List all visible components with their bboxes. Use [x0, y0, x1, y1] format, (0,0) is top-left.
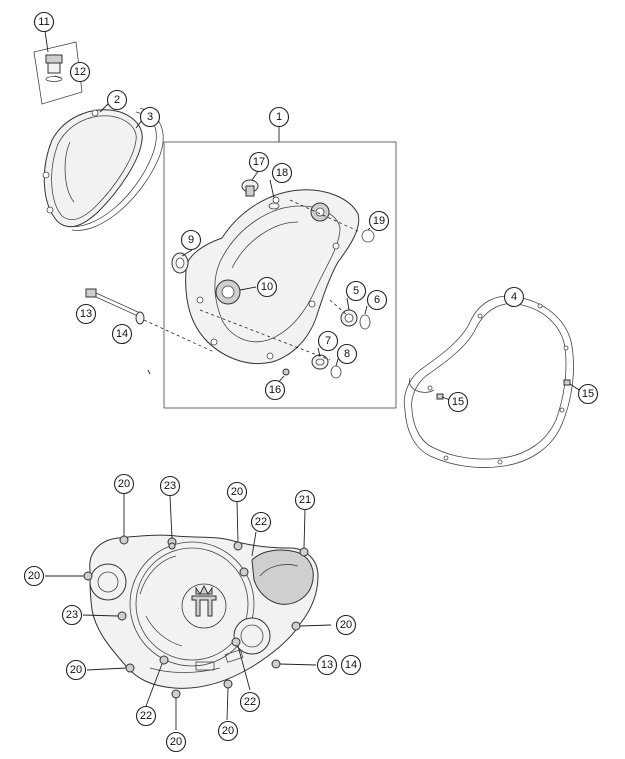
callout-12: 12 — [69, 61, 91, 83]
callout-20-e: 20 — [165, 731, 187, 753]
callout-10: 10 — [256, 276, 278, 298]
svg-text:1: 1 — [276, 111, 282, 123]
callout-16: 16 — [264, 379, 286, 401]
callout-20-left: 20 — [23, 565, 45, 587]
svg-text:16: 16 — [269, 384, 281, 396]
callout-6: 6 — [366, 289, 388, 311]
svg-text:11: 11 — [38, 16, 49, 28]
callout-8: 8 — [336, 343, 358, 365]
callout-22-left: 22 — [135, 705, 157, 727]
long-bolt — [85, 288, 215, 353]
callout-4: 4 — [503, 286, 525, 308]
callout-14-lower: 14 — [340, 654, 362, 676]
svg-text:6: 6 — [374, 294, 380, 306]
svg-text:2: 2 — [114, 94, 120, 106]
svg-text:15: 15 — [452, 396, 464, 408]
svg-text:12: 12 — [74, 66, 86, 78]
svg-text:18: 18 — [276, 167, 288, 179]
svg-text:14: 14 — [116, 328, 128, 340]
callout-15-left: 15 — [447, 391, 469, 413]
svg-text:20: 20 — [28, 570, 40, 582]
svg-text:21: 21 — [299, 494, 311, 506]
svg-text:19: 19 — [373, 215, 385, 227]
callout-22-right: 22 — [239, 691, 261, 713]
svg-text:10: 10 — [261, 281, 273, 293]
svg-text:20: 20 — [118, 478, 130, 490]
svg-text:23: 23 — [66, 609, 78, 621]
callout-20-a: 20 — [113, 473, 135, 495]
svg-text:14: 14 — [345, 659, 357, 671]
callout-13-upper: 13 — [75, 303, 97, 325]
svg-text:22: 22 — [255, 516, 267, 528]
callout-2: 2 — [106, 89, 128, 111]
callout-14-upper: 14 — [111, 323, 133, 345]
svg-text:20: 20 — [222, 725, 234, 737]
svg-text:20: 20 — [70, 664, 82, 676]
callout-19: 19 — [368, 210, 390, 232]
svg-text:4: 4 — [511, 291, 517, 303]
callout-5: 5 — [345, 280, 367, 302]
svg-text:9: 9 — [188, 234, 194, 246]
svg-text:20: 20 — [231, 486, 243, 498]
callout-11: 11 — [33, 11, 55, 33]
callout-20-d: 20 — [217, 720, 239, 742]
ignition-cover-body — [171, 179, 375, 379]
svg-text:8: 8 — [344, 348, 350, 360]
callout-1: 1 — [268, 106, 290, 128]
lower-leaders — [45, 369, 332, 730]
callout-13-lower: 13 — [316, 654, 338, 676]
svg-text:20: 20 — [340, 619, 352, 631]
svg-text:20: 20 — [170, 736, 182, 748]
svg-text:13: 13 — [80, 308, 92, 320]
callout-18: 18 — [271, 162, 293, 184]
callout-20-c: 20 — [65, 659, 87, 681]
svg-text:5: 5 — [353, 285, 359, 297]
callout-15-right: 15 — [577, 383, 599, 405]
callout-21: 21 — [294, 489, 316, 511]
svg-text:23: 23 — [164, 480, 176, 492]
svg-text:3: 3 — [147, 111, 153, 123]
callout-3: 3 — [139, 106, 161, 128]
svg-text:22: 22 — [140, 710, 152, 722]
oil-plug-detail — [33, 23, 83, 105]
svg-text:17: 17 — [253, 156, 265, 168]
callout-23-left: 23 — [61, 604, 83, 626]
callout-7: 7 — [317, 330, 339, 352]
svg-text:13: 13 — [321, 659, 333, 671]
callout-20-right: 20 — [335, 614, 357, 636]
svg-text:7: 7 — [325, 335, 331, 347]
svg-text:15: 15 — [582, 388, 594, 400]
husqvarna-crown-logo — [181, 583, 227, 629]
callout-20-b: 20 — [226, 481, 248, 503]
assembly-box — [163, 141, 397, 409]
callout-9: 9 — [180, 229, 202, 251]
svg-text:22: 22 — [244, 696, 256, 708]
callout-22-top: 22 — [250, 511, 272, 533]
callout-23-top: 23 — [159, 475, 181, 497]
assembled-ignition-cover — [83, 534, 319, 699]
ignition-gasket — [403, 295, 574, 468]
callouts: 11 12 2 3 1 17 18 19 9 10 5 6 4 13 14 7 … — [23, 11, 599, 753]
callout-17: 17 — [248, 151, 270, 173]
